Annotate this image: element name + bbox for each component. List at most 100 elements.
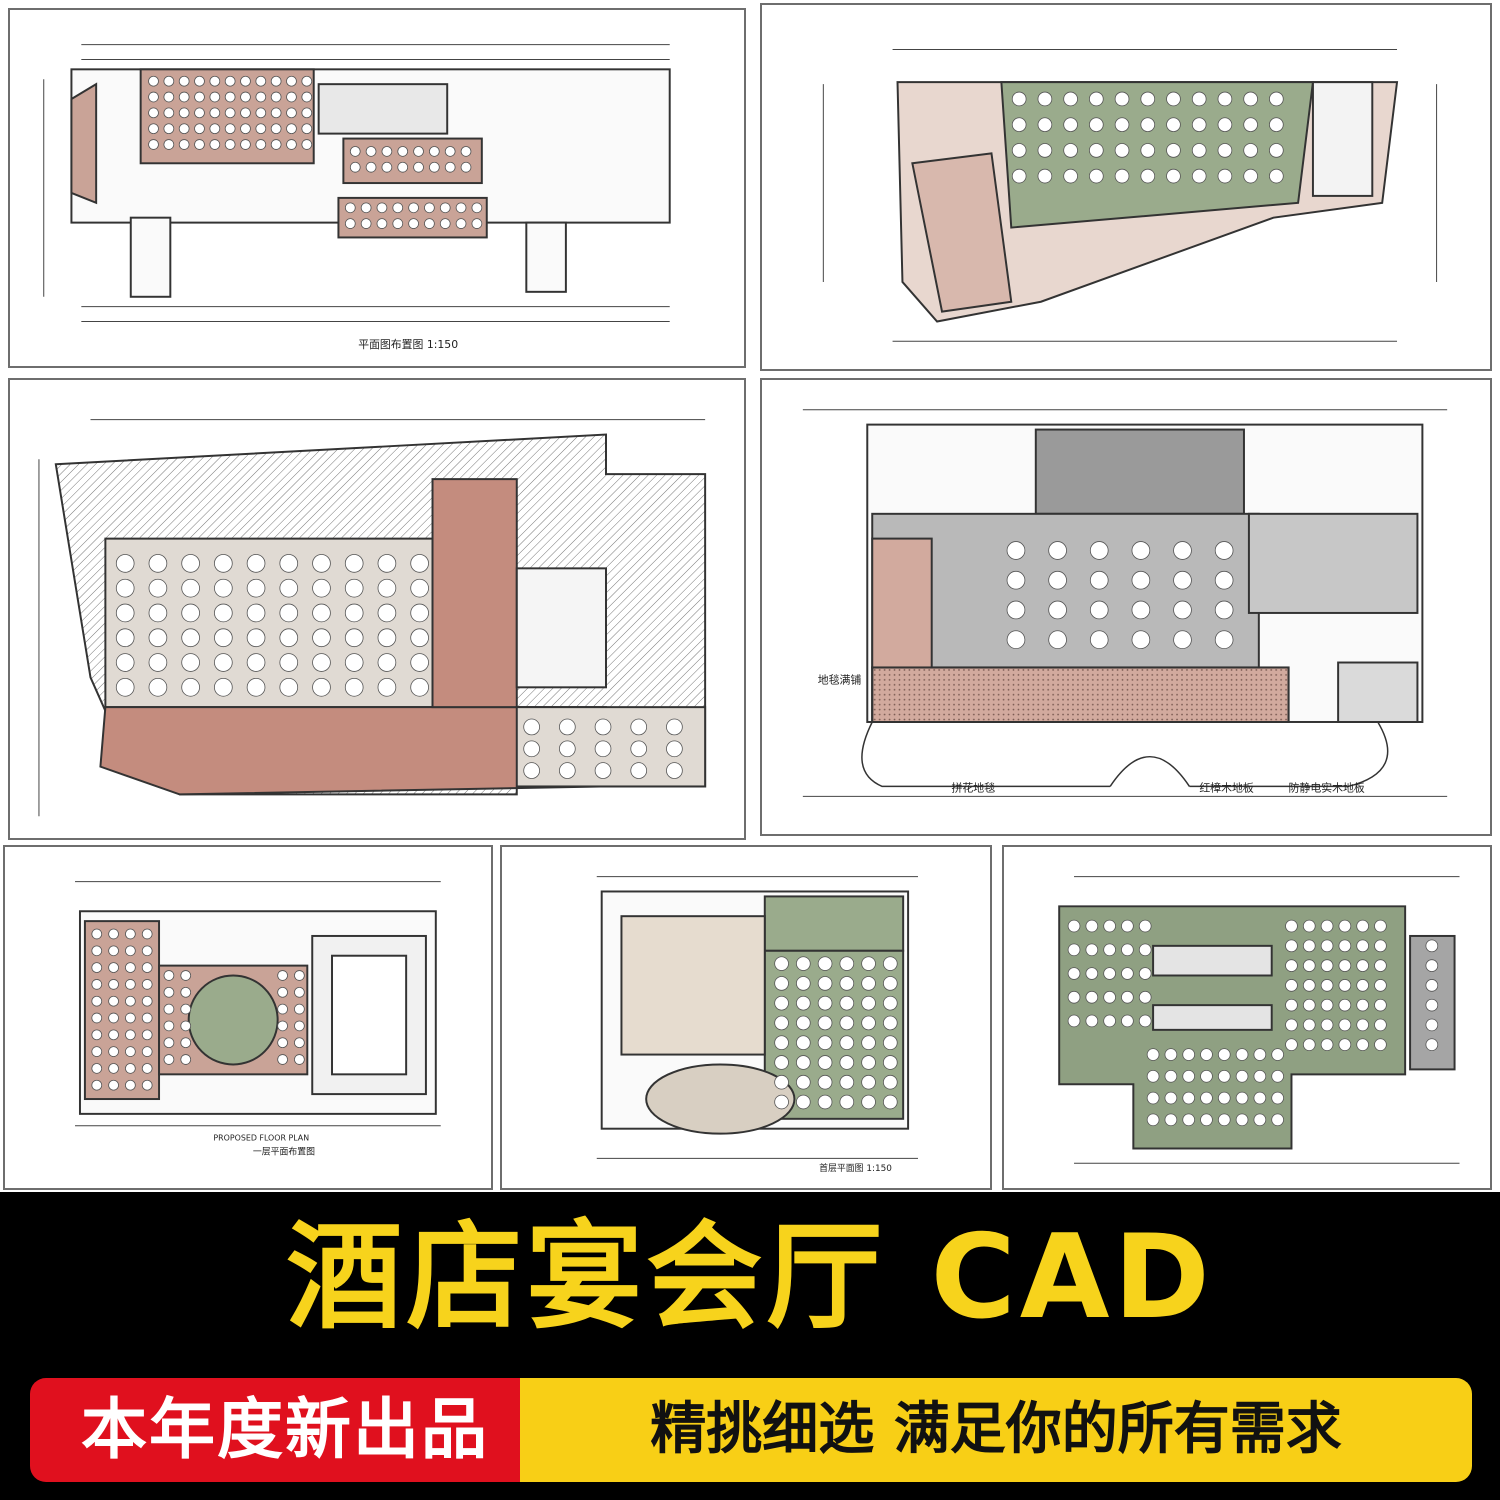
banquet-table xyxy=(312,578,331,598)
banquet-table xyxy=(301,107,313,119)
banquet-table xyxy=(1114,168,1130,184)
banquet-table xyxy=(1217,117,1233,133)
banquet-table xyxy=(471,218,483,229)
banquet-table xyxy=(194,123,205,135)
banquet-table xyxy=(817,1035,833,1051)
banquet-table xyxy=(455,218,467,229)
banquet-table xyxy=(270,107,282,119)
dimension-lines xyxy=(43,44,670,322)
banquet-table xyxy=(882,1035,898,1051)
banquet-table xyxy=(861,1035,876,1051)
banquet-table xyxy=(148,554,168,573)
table-grid xyxy=(91,928,305,1091)
banquet-table xyxy=(1320,939,1334,953)
banquet-table xyxy=(1253,1069,1267,1083)
banquet-table xyxy=(1173,630,1192,650)
banquet-table xyxy=(344,578,364,598)
banquet-table xyxy=(1374,1018,1387,1032)
banquet-table xyxy=(148,91,159,103)
banquet-table xyxy=(839,1094,855,1110)
banquet-table xyxy=(1217,1091,1231,1105)
banquet-table xyxy=(148,653,168,672)
banquet-table xyxy=(408,218,419,229)
banquet-table xyxy=(630,718,648,736)
banquet-table xyxy=(817,1074,833,1090)
banquet-table xyxy=(115,628,135,648)
banquet-table xyxy=(180,986,192,998)
banquet-table xyxy=(1235,1069,1249,1083)
banquet-table xyxy=(1285,998,1298,1012)
banquet-table xyxy=(91,945,103,957)
dimension-lines xyxy=(75,881,441,1127)
banquet-table xyxy=(429,146,440,157)
banquet-table xyxy=(148,107,159,119)
banquet-table xyxy=(392,202,404,214)
banquet-table xyxy=(1425,959,1439,972)
banquet-table xyxy=(630,740,648,758)
floor-plan-panel-5: PROPOSED FLOOR PLAN 一层平面布置图 xyxy=(3,845,493,1190)
banquet-table xyxy=(882,1015,898,1031)
banquet-table xyxy=(163,986,175,998)
banquet-table xyxy=(774,1074,789,1090)
floor-plan-drawing-3 xyxy=(38,419,707,817)
banquet-table xyxy=(1374,998,1387,1012)
banquet-table xyxy=(1214,541,1234,560)
table-grid xyxy=(1006,541,1234,650)
banquet-table xyxy=(523,762,540,779)
banquet-table xyxy=(240,107,251,119)
banquet-table xyxy=(1320,959,1334,972)
plan-caption: 首层平面图 1:150 xyxy=(819,1162,892,1174)
banquet-table xyxy=(365,146,377,157)
banquet-table xyxy=(1140,143,1156,158)
banquet-table xyxy=(882,995,898,1011)
banquet-table xyxy=(1164,1113,1178,1127)
banquet-table xyxy=(410,603,429,623)
banquet-table xyxy=(839,1035,855,1051)
banquet-table xyxy=(1048,541,1067,560)
banquet-table xyxy=(1338,919,1352,933)
building-outline xyxy=(70,68,671,298)
banquet-table xyxy=(1114,143,1130,158)
banquet-table xyxy=(1269,91,1284,107)
banquet-table xyxy=(1214,630,1234,650)
banquet-table xyxy=(108,945,119,957)
banquet-table xyxy=(224,91,236,103)
banquet-table xyxy=(214,653,233,672)
banquet-table xyxy=(163,1020,175,1032)
banquet-table xyxy=(141,1046,153,1057)
banquet-table xyxy=(301,75,313,87)
banquet-table xyxy=(180,1003,192,1015)
banquet-table xyxy=(1121,919,1134,933)
banquet-table xyxy=(460,146,472,157)
banquet-table xyxy=(559,762,576,779)
banquet-table xyxy=(91,1029,103,1041)
banquet-table xyxy=(1253,1113,1267,1127)
banquet-table xyxy=(1285,959,1298,972)
banquet-table xyxy=(312,603,331,623)
banquet-table xyxy=(666,762,683,779)
banquet-table xyxy=(796,1094,811,1110)
banquet-table xyxy=(1182,1113,1196,1127)
floor-plan-panel-6: 首层平面图 1:150 xyxy=(500,845,992,1190)
banquet-table xyxy=(1173,570,1192,590)
banquet-table xyxy=(1089,117,1104,133)
banquet-table xyxy=(277,970,288,981)
banquet-table xyxy=(115,653,135,672)
banquet-table xyxy=(397,146,409,157)
banquet-table xyxy=(1140,117,1156,133)
banquet-table xyxy=(1191,117,1207,133)
banquet-table xyxy=(1302,1018,1316,1032)
slogan-bar: 精挑细选 满足你的所有需求 xyxy=(520,1378,1472,1482)
banquet-table xyxy=(108,1012,119,1024)
banquet-table xyxy=(1131,541,1151,560)
banquet-table xyxy=(365,161,377,173)
floor-plan-drawing-6: 首层平面图 1:150 xyxy=(596,876,918,1174)
banquet-table xyxy=(1166,143,1181,158)
banquet-table xyxy=(559,718,576,736)
dimension-lines xyxy=(822,49,1438,342)
banquet-table xyxy=(148,677,168,697)
plan-caption-cn: 一层平面布置图 xyxy=(253,1145,315,1157)
banquet-table xyxy=(255,139,267,150)
banquet-table xyxy=(141,945,153,957)
banquet-table xyxy=(163,1054,175,1065)
